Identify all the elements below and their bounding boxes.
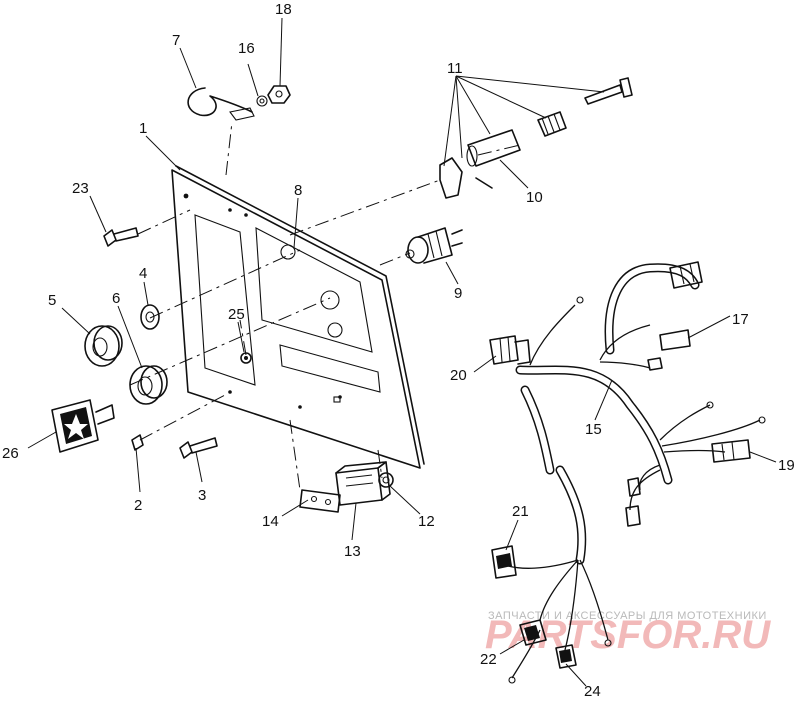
nut-12-part <box>378 472 394 488</box>
callout-18: 18 <box>275 1 292 18</box>
connector-19-part <box>711 439 751 463</box>
connector-part <box>669 261 703 289</box>
callout-4: 4 <box>139 265 147 282</box>
watermark-tagline: ЗАПЧАСТИ И АКСЕССУАРЫ ДЛЯ МОТОТЕХНИКИ <box>488 610 767 622</box>
switch-9-part <box>405 227 463 264</box>
callout-11: 11 <box>447 60 463 77</box>
callout-1: 1 <box>139 120 147 137</box>
connector-24-part <box>555 644 577 669</box>
callout-7: 7 <box>172 32 180 49</box>
callout-19: 19 <box>778 457 795 474</box>
rivet-part <box>131 434 144 451</box>
callout-13: 13 <box>344 543 361 560</box>
callout-21: 21 <box>512 503 529 520</box>
nut-6-part <box>129 365 168 405</box>
callout-10: 10 <box>526 189 543 206</box>
leader-lines <box>27 17 777 687</box>
switch-assembly-10-part <box>439 77 633 199</box>
plate-14-part <box>299 489 341 513</box>
connector-20-part <box>489 335 531 365</box>
washer-4-part <box>140 304 160 330</box>
callout-2: 2 <box>134 497 142 514</box>
indicator-light-part <box>51 399 115 453</box>
screw-23-part <box>103 227 139 247</box>
callout-3: 3 <box>198 487 206 504</box>
screw-3-part <box>179 437 218 459</box>
connector-22-part <box>519 619 547 646</box>
callout-14: 14 <box>262 513 279 530</box>
callout-15: 15 <box>585 421 602 438</box>
instrument-panel-part <box>171 165 425 469</box>
wire-clip-part <box>187 85 291 121</box>
callout-16: 16 <box>238 40 255 57</box>
callout-20: 20 <box>450 367 467 384</box>
connector-17-part <box>647 329 691 371</box>
connector-21-part <box>491 545 517 579</box>
small-connectors <box>625 477 641 527</box>
callout-22: 22 <box>480 651 497 668</box>
callout-12: 12 <box>418 513 435 530</box>
nut-5-part <box>84 325 123 367</box>
callout-9: 9 <box>454 285 462 302</box>
wiring-harness-part <box>504 263 766 684</box>
callout-8: 8 <box>294 182 302 199</box>
callout-5: 5 <box>48 292 56 309</box>
callout-23: 23 <box>72 180 89 197</box>
callout-6: 6 <box>112 290 120 307</box>
washer-25-part <box>240 352 252 364</box>
callout-25: 25 <box>228 306 245 323</box>
bracket-13-part <box>335 461 391 506</box>
callout-17: 17 <box>732 311 749 328</box>
callout-24: 24 <box>584 683 601 700</box>
callout-26: 26 <box>2 445 19 462</box>
